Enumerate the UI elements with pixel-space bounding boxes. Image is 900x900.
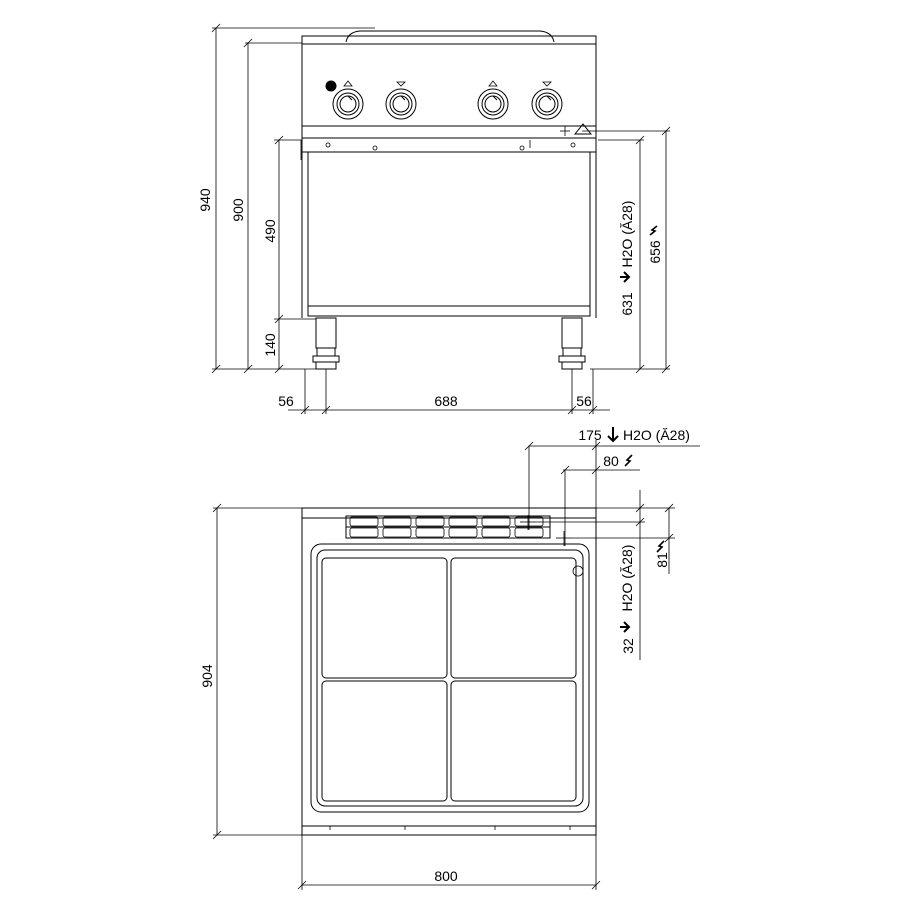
dim-656-label: 656: [647, 240, 663, 264]
control-knob: [332, 80, 364, 120]
dim-175-label: 175: [578, 427, 602, 443]
hob-top-plate: [345, 30, 555, 43]
cabinet-base: [307, 305, 591, 317]
dim-900-label: 900: [230, 198, 246, 222]
dim-line-bottom: [288, 369, 610, 415]
down-arrow-icon: [620, 621, 631, 633]
dim-56-left-label: 56: [278, 393, 294, 409]
dim-line-631: [590, 135, 670, 374]
dim-line-900: [243, 38, 302, 374]
dim-490-label: 490: [262, 219, 278, 243]
hotplate-4: [450, 680, 577, 802]
water-label-top: H2O (Ă28): [623, 427, 690, 443]
screw-icon: [325, 142, 331, 148]
screw-icon: [570, 142, 576, 148]
lightning-icon: [656, 540, 665, 553]
cooktop-frame: [310, 543, 590, 813]
dim-line-32: [536, 490, 645, 660]
dim-688-label: 688: [434, 393, 458, 409]
dim-631-label: 631: [619, 292, 635, 316]
dim-140-label: 140: [262, 333, 278, 357]
warning-triangle-icon: [573, 123, 593, 135]
down-arrow-icon: [620, 271, 631, 283]
dim-904-label: 904: [199, 664, 215, 688]
lightning-icon: [624, 454, 633, 467]
adjustable-leg: [312, 317, 340, 370]
dim-line-656: [582, 126, 671, 374]
hotplate-1: [321, 557, 448, 679]
water-label-side: H2O (Ă28): [619, 545, 635, 612]
control-knob: [477, 80, 509, 120]
dim-940-label: 940: [197, 188, 213, 212]
control-knob: [385, 81, 417, 120]
drain-icon: [572, 565, 584, 577]
screw-icon: [519, 145, 525, 151]
dim-80-label: 80: [603, 453, 619, 469]
lightning-icon: [649, 225, 658, 236]
dim-32-label: 32: [620, 638, 636, 654]
top-outline: [301, 507, 597, 836]
dim-800-label: 800: [434, 868, 458, 884]
cooktop-inner-frame: [316, 549, 584, 807]
screw-icon: [372, 145, 378, 151]
adjustable-leg: [558, 317, 586, 370]
control-knob: [531, 81, 563, 120]
dim-line-800: [297, 835, 601, 890]
cabinet-body: [307, 151, 591, 317]
hotplate-2: [450, 557, 577, 679]
dim-line-81: [572, 503, 675, 574]
dim-line-904: [212, 503, 302, 840]
top-view: 175 H2O (Ă28) 80 81 32 H2O: [199, 427, 700, 890]
hotplate-3: [321, 680, 448, 802]
vent-slots: [345, 515, 551, 539]
pilot-light-icon: [325, 80, 337, 92]
front-view: 940 900 490 140: [197, 23, 671, 415]
water-label-front: H2O (Ă28): [619, 201, 635, 268]
cabinet-top-rail: [301, 137, 597, 153]
dim-line-940: [211, 23, 375, 374]
dim-line-175: [524, 440, 700, 530]
dim-line-490: [274, 135, 316, 374]
dim-81-label: 81: [654, 552, 670, 568]
panel-strip: [301, 125, 597, 139]
down-arrow-icon: [607, 427, 619, 443]
dim-56-right-label: 56: [576, 393, 592, 409]
dim-line-80: [560, 465, 640, 546]
